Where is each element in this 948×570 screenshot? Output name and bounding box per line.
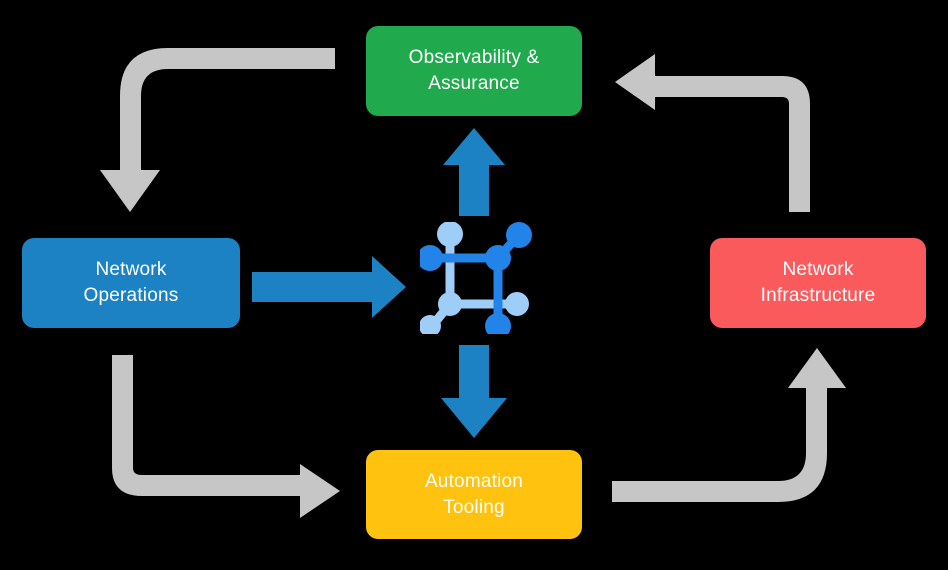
- node-network-infrastructure[interactable]: Network Infrastructure: [710, 238, 926, 328]
- network-topology-icon: [420, 222, 532, 334]
- node-observability-assurance[interactable]: Observability & Assurance: [366, 26, 582, 116]
- arrow-network-operations-to-automation-tooling: [112, 355, 340, 518]
- arrow-center-to-observability: [443, 128, 505, 216]
- arrow-network-infrastructure-to-observability: [615, 54, 810, 212]
- node-network-operations[interactable]: Network Operations: [22, 238, 240, 328]
- node-automation-tooling[interactable]: Automation Tooling: [366, 450, 582, 539]
- node-observability-assurance-label: Observability & Assurance: [408, 47, 540, 94]
- node-automation-tooling-label: Automation Tooling: [424, 470, 524, 518]
- topology-nodes-primary: [420, 222, 532, 334]
- node-network-infrastructure-label: Network Infrastructure: [760, 259, 876, 306]
- arrow-center-to-automation-tooling: [441, 345, 507, 438]
- arrow-network-operations-to-center: [252, 256, 406, 318]
- node-network-operations-label: Network Operations: [83, 259, 179, 306]
- arrow-observability-to-network-operations: [100, 48, 335, 212]
- topology-nodes-secondary: [420, 222, 529, 334]
- arrow-automation-tooling-to-network-infrastructure: [612, 348, 846, 502]
